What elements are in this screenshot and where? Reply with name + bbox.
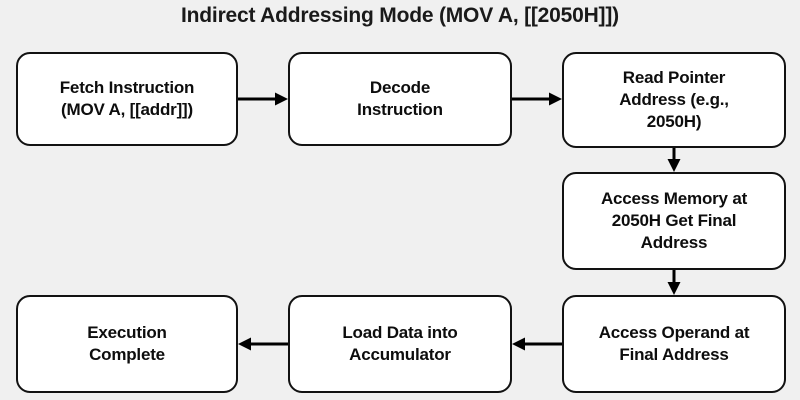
node-label: Decode Instruction <box>357 78 443 119</box>
page-title: Indirect Addressing Mode (MOV A, [[2050H… <box>181 4 619 27</box>
node-load-data-into-accumulator[interactable]: Load Data into Accumulator <box>288 295 512 393</box>
node-label: Fetch Instruction (MOV A, [[addr]]) <box>59 78 195 119</box>
node-label: Execution Complete <box>87 323 167 364</box>
node-label: Access Memory at 2050H Get Final Address <box>600 189 748 252</box>
node-decode-instruction[interactable]: Decode Instruction <box>288 52 512 146</box>
node-label: Load Data into Accumulator <box>342 323 458 364</box>
node-label: Access Operand at Final Address <box>598 323 750 364</box>
node-fetch-instruction[interactable]: Fetch Instruction (MOV A, [[addr]]) <box>16 52 238 146</box>
node-read-pointer-address[interactable]: Read Pointer Address (e.g., 2050H) <box>562 52 786 148</box>
node-label: Read Pointer Address (e.g., 2050H) <box>619 68 729 131</box>
node-access-operand[interactable]: Access Operand at Final Address <box>562 295 786 393</box>
node-access-memory[interactable]: Access Memory at 2050H Get Final Address <box>562 172 786 270</box>
node-execution-complete[interactable]: Execution Complete <box>16 295 238 393</box>
